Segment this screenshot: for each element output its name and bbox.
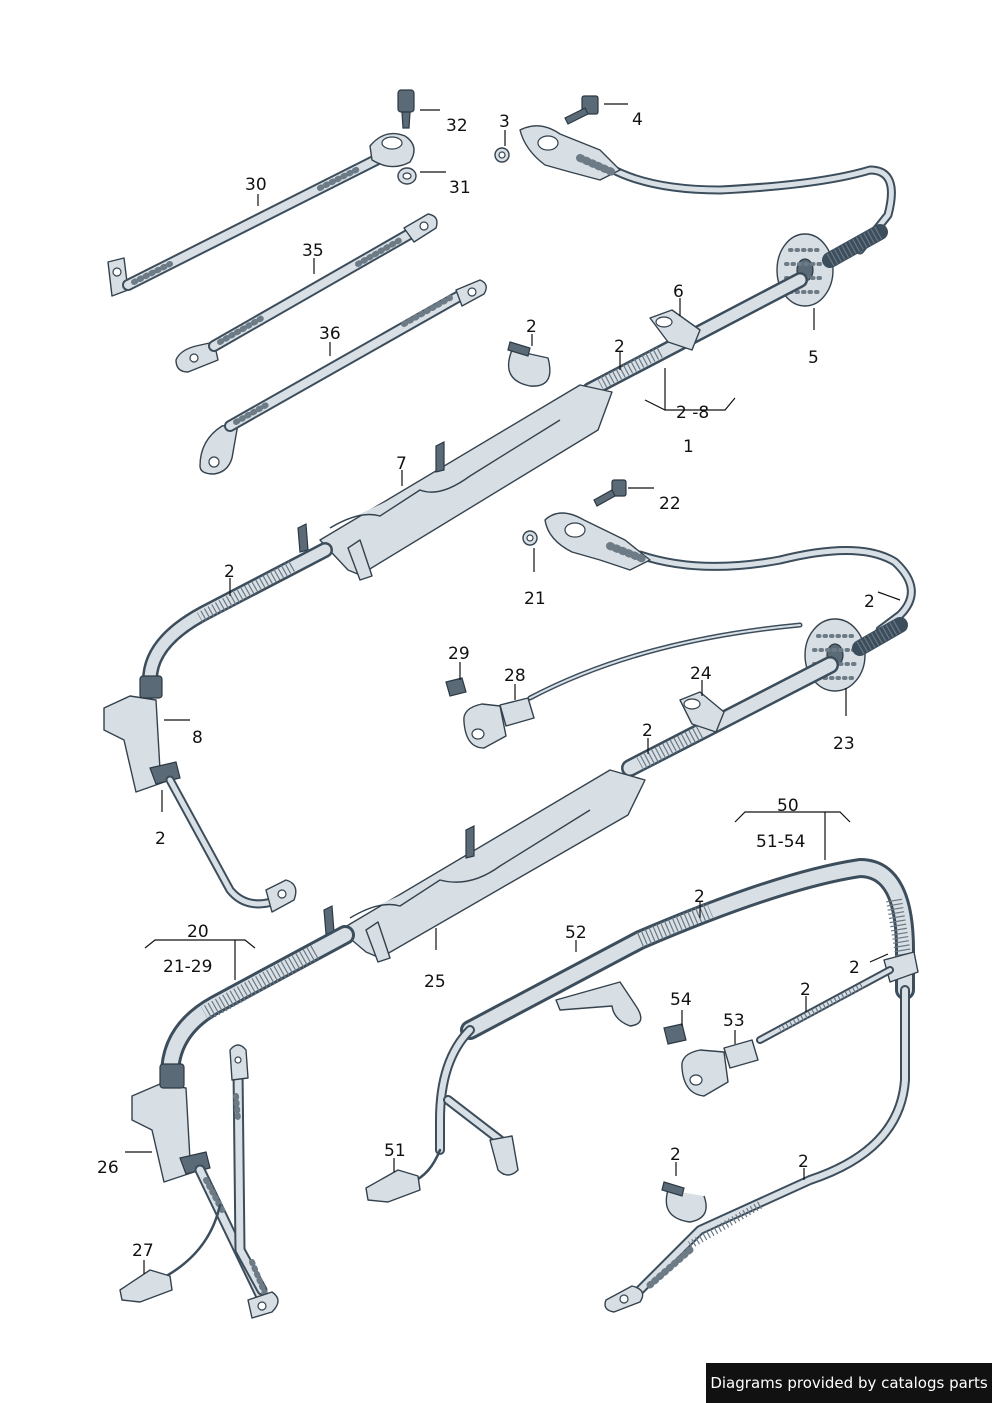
- credit-banner: Diagrams provided by catalogs parts: [706, 1363, 992, 1403]
- leader-lines: [125, 103, 901, 1274]
- ground-strap-35: [175, 213, 438, 373]
- label-21: 21: [524, 589, 546, 609]
- label-1: 1: [683, 437, 694, 457]
- label-26: 26: [97, 1158, 119, 1178]
- label-53: 53: [723, 1011, 745, 1031]
- label-51-54: 51-54: [756, 832, 805, 852]
- label-52: 52: [565, 923, 587, 943]
- label-2-h: 2: [849, 958, 860, 978]
- label-23: 23: [833, 734, 855, 754]
- label-27: 27: [132, 1241, 154, 1261]
- label-50: 50: [777, 796, 799, 816]
- label-2-b: 2: [614, 337, 625, 357]
- ground-strap-36: [199, 279, 487, 475]
- label-2-8: 2 -8: [676, 403, 709, 423]
- label-2-f: 2: [642, 721, 653, 741]
- label-2-i: 2: [800, 980, 811, 1000]
- label-36: 36: [319, 324, 341, 344]
- label-6: 6: [673, 282, 684, 302]
- label-32: 32: [446, 116, 468, 136]
- label-31: 31: [449, 178, 471, 198]
- callout-labels: 32 31 30 35 36 3 4 5 6 2 2 2 -8 1 7 2 8 …: [97, 110, 875, 1261]
- label-29: 29: [448, 644, 470, 664]
- label-2-g: 2: [694, 887, 705, 907]
- label-7: 7: [396, 454, 407, 474]
- label-4: 4: [632, 110, 643, 130]
- ground-strap-30: [107, 89, 417, 297]
- label-25: 25: [424, 972, 446, 992]
- label-5: 5: [808, 348, 819, 368]
- label-2-a: 2: [526, 317, 537, 337]
- label-2-c: 2: [224, 562, 235, 582]
- label-20: 20: [187, 922, 209, 942]
- label-30: 30: [245, 175, 267, 195]
- label-2-j: 2: [670, 1145, 681, 1165]
- label-22: 22: [659, 494, 681, 514]
- label-2-k: 2: [798, 1152, 809, 1172]
- label-51: 51: [384, 1141, 406, 1161]
- label-35: 35: [302, 241, 324, 261]
- battery-cable-assembly-20: [119, 479, 916, 1319]
- battery-cable-assembly-1: [103, 95, 896, 913]
- label-24: 24: [690, 664, 712, 684]
- label-3: 3: [499, 112, 510, 132]
- label-8: 8: [192, 728, 203, 748]
- label-28: 28: [504, 666, 526, 686]
- label-21-29: 21-29: [163, 957, 212, 977]
- label-54: 54: [670, 990, 692, 1010]
- label-2-d: 2: [155, 829, 166, 849]
- battery-cable-assembly-50: [365, 858, 919, 1313]
- label-2-e: 2: [864, 592, 875, 612]
